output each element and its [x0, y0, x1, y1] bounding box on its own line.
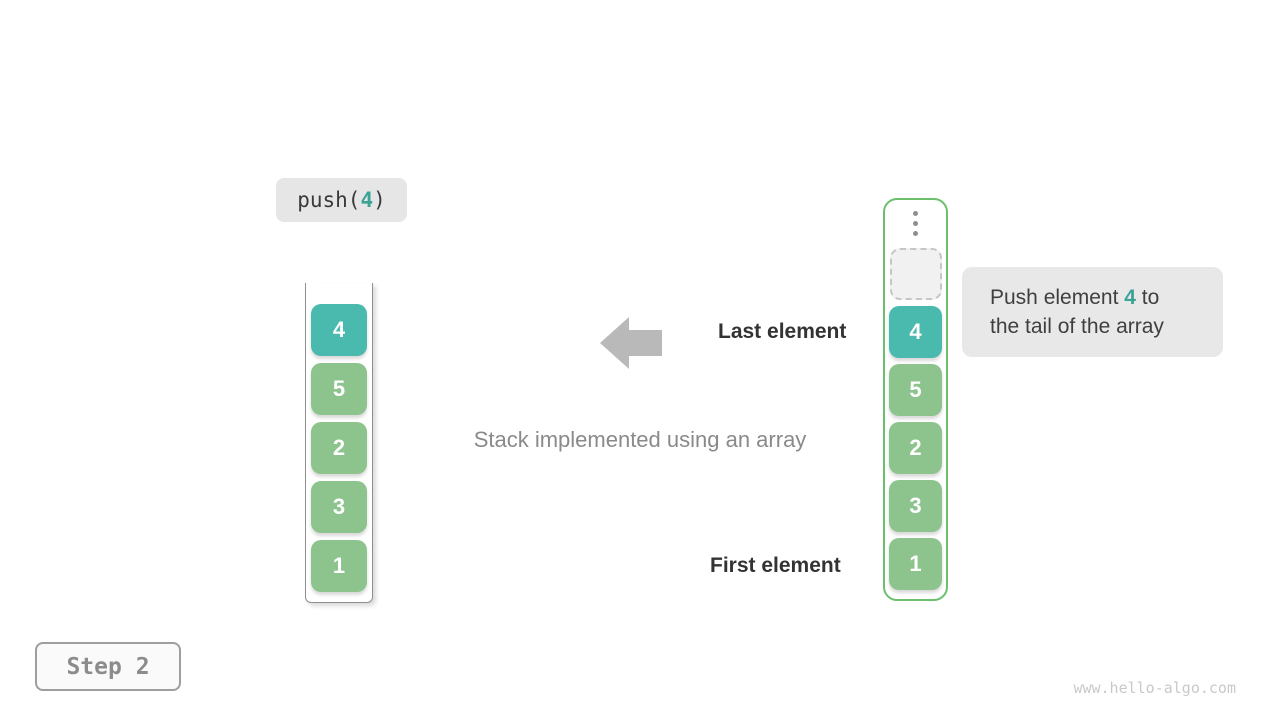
array-cell: 4 [889, 306, 942, 358]
left-stack-container: 4 5 2 3 1 [305, 283, 373, 603]
operation-suffix: ) [373, 188, 386, 212]
first-element-label: First element [710, 554, 841, 577]
step-badge: Step 2 [35, 642, 181, 691]
push-callout: Push element 4 to the tail of the array [962, 267, 1223, 357]
callout-line-1: Push element 4 to [990, 286, 1160, 309]
empty-slot-placeholder [889, 248, 942, 300]
operation-prefix: push( [297, 188, 361, 212]
stack-cell: 1 [311, 540, 367, 592]
stack-cell: 2 [311, 422, 367, 474]
diagram-caption: Stack implemented using an array [473, 427, 807, 452]
operation-call-box: push(4) [276, 178, 407, 222]
callout-value: 4 [1124, 286, 1136, 309]
stack-cell: 4 [311, 304, 367, 356]
array-cell: 3 [889, 480, 942, 532]
watermark: www.hello-algo.com [1073, 679, 1236, 697]
stack-cell: 5 [311, 363, 367, 415]
stack-cell: 3 [311, 481, 367, 533]
array-cell: 5 [889, 364, 942, 416]
callout-line-2: the tail of the array [990, 315, 1164, 338]
last-element-label: Last element [718, 320, 847, 343]
operation-arg: 4 [360, 188, 374, 212]
vertical-ellipsis-icon [913, 211, 918, 236]
right-array-container: 4 5 2 3 1 [883, 198, 948, 601]
arrow-left-icon [600, 317, 662, 369]
array-cell: 1 [889, 538, 942, 590]
array-cell: 2 [889, 422, 942, 474]
